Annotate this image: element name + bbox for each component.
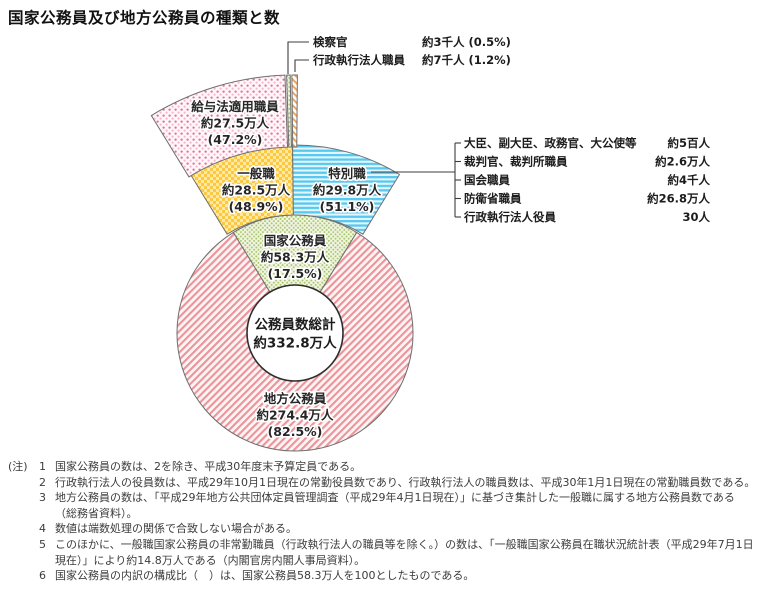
breakdown-row-value: 約5百人 (667, 136, 710, 150)
chart-center-circle (246, 284, 344, 382)
breakdown-row-value: 約2.6万人 (655, 155, 710, 169)
breakdown-row-value: 約4千人 (667, 173, 710, 187)
note-text: 数値は端数処理の関係で合致しない場合がある。 (55, 522, 297, 536)
note-text: このほかに、一般職国家公務員の非常勤職員（行政執行法人の職員等を除く。）の数は、… (55, 537, 754, 567)
segment-prosecutors (286, 74, 292, 148)
segment-label-regular: 一般職約28.5万人(48.9%) (222, 166, 291, 214)
note-number: 1 (39, 460, 46, 473)
note-item: 2 行政執行法人の役員数は、平成29年10月1日現在の常勤役員数であり、行政執行法… (8, 475, 756, 491)
breakdown-row-label: 行政執行法人役員 (463, 210, 556, 224)
note-item: 6 国家公務員の内訳の構成比（ ）は、国家公務員58.3万人を100としたものであ… (8, 568, 756, 584)
total-label: 公務員数総計約332.8万人 (253, 316, 337, 352)
note-number: 4 (39, 522, 46, 536)
segment-label-special: 特別職約29.8万人(51.1%) (313, 166, 382, 214)
note-item: 5 このほかに、一般職国家公務員の非常勤職員（行政執行法人の職員等を除く。）の数は… (8, 537, 756, 568)
breakdown-row-label: 裁判官、裁判所職員 (464, 155, 568, 169)
notes-list: 1 国家公務員の数は、2を除き、平成30年度末予算定員である。 2 行政執行法人の役員… (8, 459, 756, 584)
note-text: 国家公務員の数は、2を除き、平成30年度末予算定員である。 (55, 460, 362, 473)
breakdown-row-value: 30人 (682, 210, 710, 224)
note-text: 国家公務員の内訳の構成比（ ）は、国家公務員58.3万人を100としたものである… (55, 569, 475, 583)
note-number: 3 (39, 491, 46, 505)
breakdown-row-label: 防衛省職員 (464, 192, 522, 206)
segment-admin_staff (291, 74, 298, 148)
note-number: 2 (39, 475, 46, 489)
note-text: 地方公務員の数は、「平成29年地方公共団体定員管理調査（平成29年4月1日現在）… (55, 491, 735, 520)
segment-special (292, 144, 401, 235)
chart-wedges (150, 74, 414, 452)
segment-label-salary_law: 給与法適用職員約27.5万人(47.2%) (191, 99, 279, 147)
note-item: 3 地方公務員の数は、「平成29年地方公共団体定員管理調査（平成29年4月1日現在… (8, 490, 756, 521)
segment-salary_law (150, 74, 289, 178)
breakdown-row-label: 国会職員 (464, 173, 510, 187)
callout-value-admin_staff: 約7千人 (1.2%) (422, 53, 511, 67)
note-item: 4 数値は端数処理の関係で合致しない場合がある。 (8, 521, 756, 537)
segment-label-local: 地方公務員約274.4万人(82.5%) (256, 391, 334, 439)
page-title: 国家公務員及び地方公務員の種類と数 (8, 9, 281, 27)
callout-line-admin_staff (294, 59, 309, 72)
callout-line-prosecutors (287, 41, 309, 74)
segment-label-national: 国家公務員約58.3万人(17.5%) (261, 233, 330, 281)
notes: (注) 1 国家公務員の数は、2を除き、平成30年度末予算定員である。 2 行政執行法… (8, 459, 756, 584)
callout-label-admin_staff: 行政執行法人職員 (312, 53, 405, 67)
nested-pie-chart: 地方公務員約274.4万人(82.5%) 国家公務員約58.3万人(17.5%) 一… (150, 35, 710, 452)
note-number: 5 (39, 537, 46, 551)
note-text: 行政執行法人の役員数は、平成29年10月1日現在の常勤役員数であり、行政執行法人… (55, 475, 756, 489)
note-number: 6 (39, 569, 46, 583)
chart-top-callouts: 検察官 約3千人 (0.5%) 行政執行法人職員 約7千人 (1.2%) (287, 35, 511, 74)
chart-segment-labels: 地方公務員約274.4万人(82.5%) 国家公務員約58.3万人(17.5%) 一… (190, 97, 384, 440)
notes-prefix: (注) (8, 460, 28, 473)
breakdown-row-value: 約26.8万人 (647, 192, 710, 206)
callout-label-prosecutors: 検察官 (313, 35, 348, 49)
breakdown-row-label: 大臣、副大臣、政務官、大公使等 (464, 136, 637, 150)
callout-value-prosecutors: 約3千人 (0.5%) (422, 35, 511, 49)
note-item: 1 国家公務員の数は、2を除き、平成30年度末予算定員である。 (8, 459, 756, 475)
